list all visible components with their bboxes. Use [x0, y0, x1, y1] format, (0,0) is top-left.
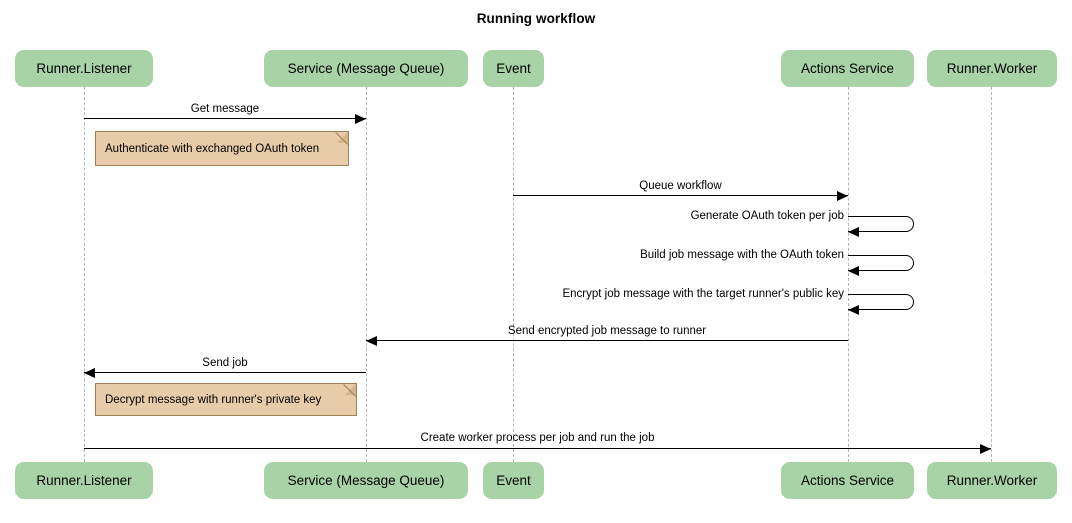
message-line-create-worker-process — [84, 448, 991, 449]
arrowhead-send-job — [84, 367, 95, 378]
participant-label: Actions Service — [800, 473, 895, 488]
message-label-create-worker-process: Create worker process per job and run th… — [420, 432, 655, 444]
self-message-arrowhead-build-job-message-with-the-oauth-token — [848, 265, 859, 276]
participant-label: Runner.Listener — [36, 473, 132, 488]
note-decrypt-note: Decrypt message with runner's private ke… — [95, 383, 357, 416]
message-line-get-message — [84, 118, 366, 119]
lifeline-event — [513, 87, 514, 462]
self-message-label-build-job-message-with-the-oauth-token: Build job message with the OAuth token — [640, 249, 844, 261]
note-text: Authenticate with exchanged OAuth token — [105, 142, 320, 155]
self-message-loop-build-job-message-with-the-oauth-token — [848, 255, 914, 271]
participant-label: Runner.Worker — [946, 473, 1038, 488]
participant-label: Runner.Worker — [946, 61, 1038, 76]
message-label-send-job: Send job — [202, 357, 248, 369]
participant-service-message-queue[interactable]: Service (Message Queue) — [264, 462, 468, 499]
message-label-get-message: Get message — [190, 103, 260, 115]
page-title: Running workflow — [476, 11, 596, 26]
arrowhead-queue-workflow — [837, 190, 848, 201]
participant-service-message-queue[interactable]: Service (Message Queue) — [264, 50, 468, 87]
message-label-send-encrypted-job-message-to-runner: Send encrypted job message to runner — [507, 325, 707, 337]
lifeline-runner-listener — [84, 87, 85, 462]
self-message-loop-encrypt-job-message-with-public-key — [848, 294, 914, 310]
self-message-loop-generate-oauth-token-per-job — [848, 216, 914, 232]
self-message-arrowhead-generate-oauth-token-per-job — [848, 226, 859, 237]
participant-runner-listener[interactable]: Runner.Listener — [15, 462, 153, 499]
participant-label: Runner.Listener — [36, 61, 132, 76]
participant-label: Event — [496, 473, 531, 488]
participant-runner-worker[interactable]: Runner.Worker — [927, 462, 1057, 499]
participant-actions-service[interactable]: Actions Service — [781, 462, 914, 499]
arrowhead-create-worker-process — [980, 443, 991, 454]
lifeline-runner-worker — [991, 87, 992, 462]
participant-actions-service[interactable]: Actions Service — [781, 50, 914, 87]
lifeline-service-message-queue — [366, 87, 367, 462]
note-text: Decrypt message with runner's private ke… — [105, 393, 322, 406]
participant-event[interactable]: Event — [483, 462, 544, 499]
participant-event[interactable]: Event — [483, 50, 544, 87]
self-message-label-encrypt-job-message-with-public-key: Encrypt job message with the target runn… — [562, 288, 844, 300]
arrowhead-get-message — [355, 113, 366, 124]
message-label-queue-workflow: Queue workflow — [639, 180, 722, 192]
participant-runner-listener[interactable]: Runner.Listener — [15, 50, 153, 87]
self-message-arrowhead-encrypt-job-message-with-public-key — [848, 304, 859, 315]
note-fold-edge-icon — [334, 131, 349, 146]
self-message-label-generate-oauth-token-per-job: Generate OAuth token per job — [690, 210, 844, 222]
message-line-send-job — [84, 372, 366, 373]
participant-label: Event — [496, 61, 531, 76]
message-line-send-encrypted-job-message-to-runner — [366, 340, 848, 341]
note-authenticate-note: Authenticate with exchanged OAuth token — [95, 131, 349, 166]
participant-label: Service (Message Queue) — [287, 61, 445, 76]
participant-label: Service (Message Queue) — [287, 473, 445, 488]
note-fold-edge-icon — [342, 383, 357, 398]
participant-runner-worker[interactable]: Runner.Worker — [927, 50, 1057, 87]
participant-label: Actions Service — [800, 61, 895, 76]
message-line-queue-workflow — [513, 195, 848, 196]
arrowhead-send-encrypted-job-message-to-runner — [366, 335, 377, 346]
